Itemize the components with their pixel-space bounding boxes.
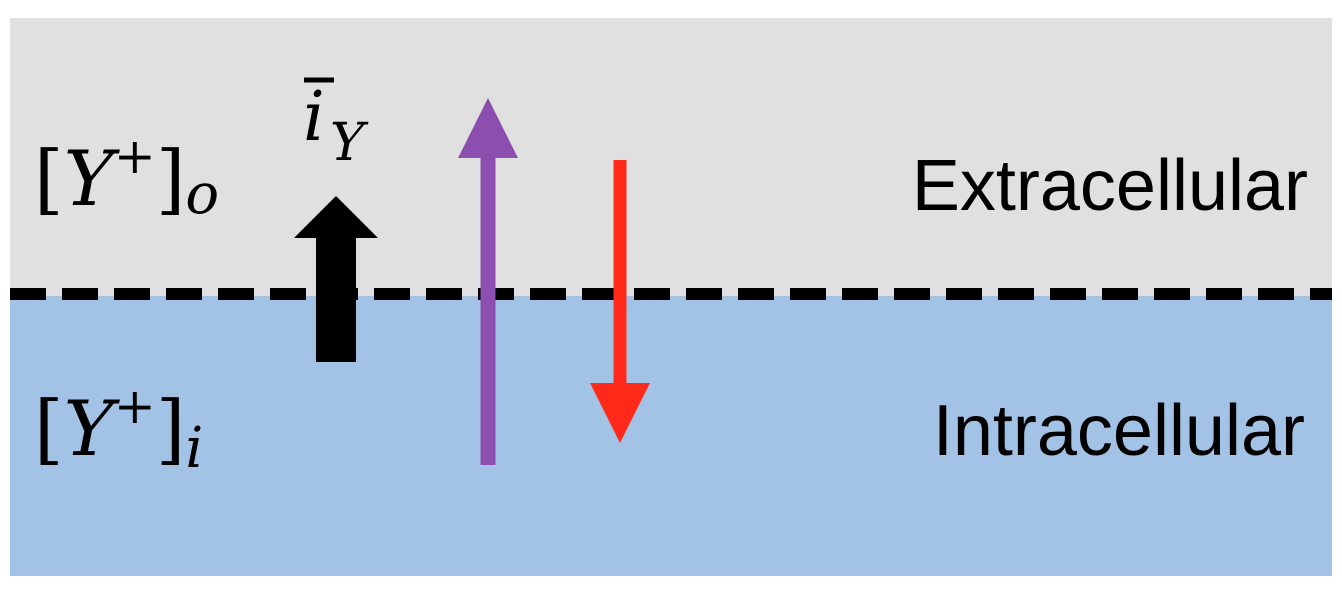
conc-o-charge: + [114, 127, 156, 185]
intracellular-label: Intracellular [933, 391, 1305, 471]
extracellular-label: Extracellular [912, 146, 1308, 226]
current-symbol: i [303, 78, 325, 157]
current-subscript: Y [330, 113, 369, 173]
outside-concentration: [Y+]o [34, 127, 219, 227]
net-current-arrow [294, 196, 378, 362]
close-bracket: ] [156, 134, 186, 223]
svg-text:[Y+]o: [Y+]o [34, 127, 219, 227]
efflux-arrow-head [458, 98, 518, 158]
influx-arrow [590, 160, 650, 443]
open-bracket: [ [34, 134, 64, 223]
svg-text:[Y+]i: [Y+]i [34, 377, 203, 481]
extracellular-region [10, 18, 1332, 296]
influx-arrow-head [590, 383, 650, 443]
conc-i-base: Y [64, 384, 121, 473]
intracellular-region [10, 296, 1332, 576]
conc-o-base: Y [64, 134, 121, 223]
conc-i-subscript: i [185, 416, 203, 481]
current-label: i Y [303, 77, 369, 173]
conc-i-charge: + [114, 377, 156, 435]
conc-o-subscript: o [185, 162, 219, 227]
inside-concentration: [Y+]i [34, 377, 203, 481]
efflux-arrow [458, 98, 518, 465]
